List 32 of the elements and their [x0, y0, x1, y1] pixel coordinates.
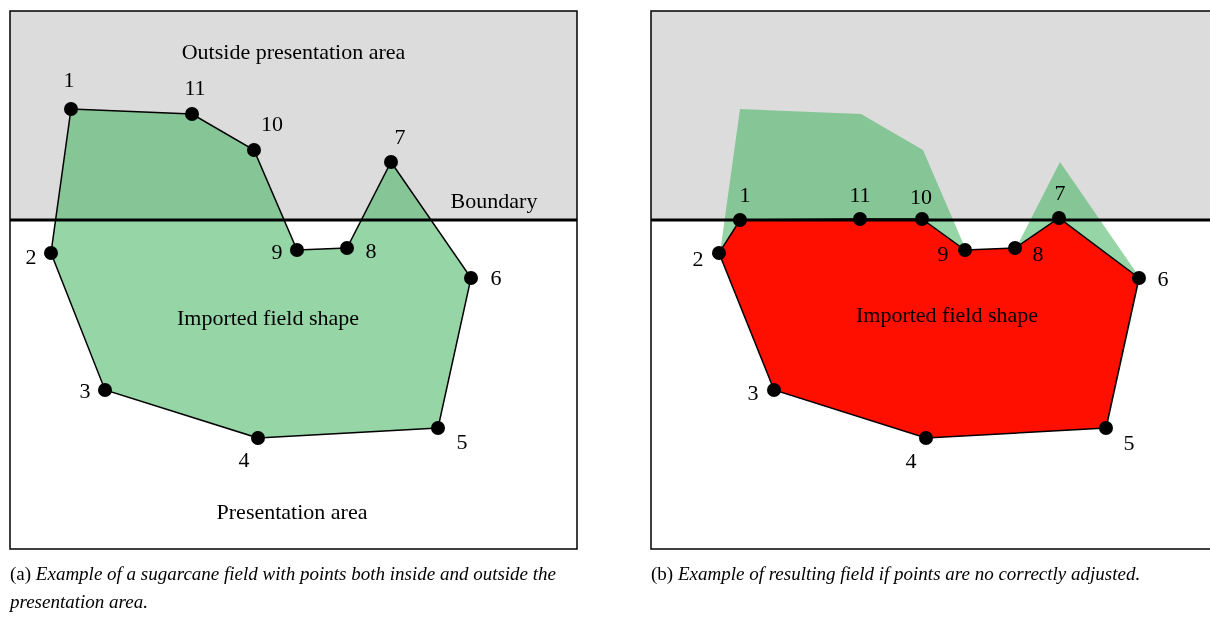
point-number: 9: [271, 241, 283, 263]
outside-area-band: [10, 11, 577, 220]
point-number: 4: [905, 450, 917, 472]
point-number: 1: [739, 184, 751, 206]
shape-label: Imported field shape: [176, 307, 360, 329]
point-number: 6: [490, 267, 502, 289]
point-number: 2: [25, 246, 37, 268]
figure-caption: (a) Example of a sugarcane field with points both inside and outside the presentation area.: [10, 562, 557, 614]
point-number: 10: [261, 113, 283, 135]
point-number: 9: [937, 243, 949, 265]
point-number: 11: [849, 184, 871, 206]
outside-area-band: [651, 11, 1210, 220]
point-number: 3: [79, 380, 91, 402]
boundary-label: Boundary: [450, 190, 538, 212]
point-number: 5: [1123, 432, 1135, 454]
figure-caption: (b) Example of resulting field if points are no correctly adjusted.: [651, 562, 1142, 586]
point-number: 7: [394, 126, 406, 148]
point-number: 8: [365, 240, 377, 262]
point-number: 5: [456, 431, 468, 453]
point-number: 6: [1157, 268, 1169, 290]
point-number: 3: [747, 382, 759, 404]
field-polygon: [719, 218, 1139, 438]
point-number: 4: [238, 449, 250, 471]
point-number: 11: [184, 77, 206, 99]
point-number: 10: [910, 186, 932, 208]
point-number: 8: [1032, 243, 1044, 265]
shape-label: Imported field shape: [855, 304, 1039, 326]
area-label: Presentation area: [216, 501, 368, 523]
point-number: 7: [1054, 182, 1066, 204]
point-number: 1: [63, 69, 75, 91]
area-label: Outside presentation area: [180, 41, 407, 63]
point-number: 2: [692, 248, 704, 270]
